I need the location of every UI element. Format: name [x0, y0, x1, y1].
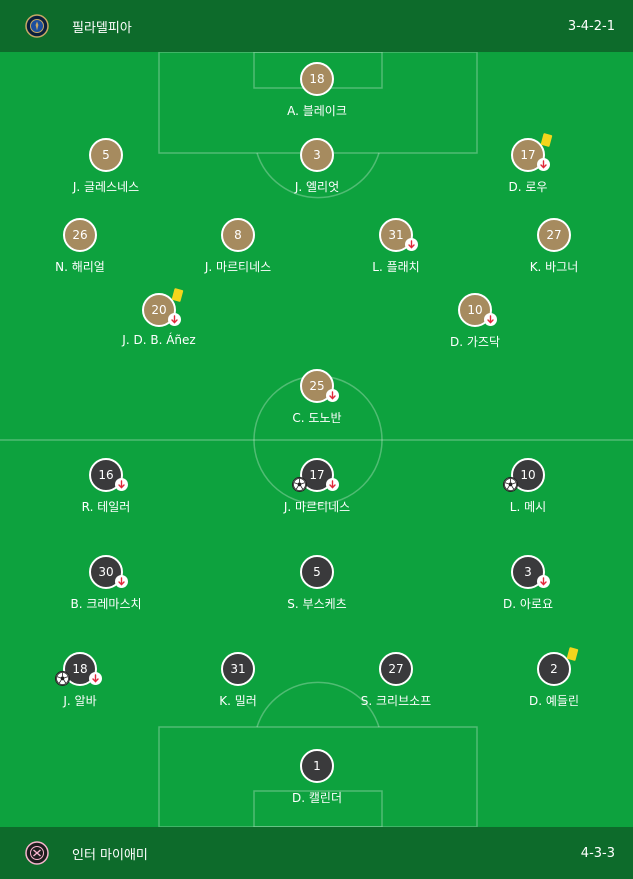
substitution-down-arrow-icon: [537, 575, 550, 588]
soccer-ball-icon: [292, 477, 307, 492]
away-team-name: 인터 마이애미: [72, 847, 148, 863]
player-number[interactable]: 10: [458, 293, 492, 327]
player-number[interactable]: 30: [89, 555, 123, 589]
player-name[interactable]: J. 엘리엇: [294, 180, 340, 194]
substitution-down-arrow-icon: [326, 389, 339, 402]
player-name[interactable]: J. 알바: [63, 694, 97, 708]
philadelphia-union-crest-icon: [25, 14, 49, 38]
player-name[interactable]: K. 밀러: [219, 694, 257, 708]
player-name[interactable]: L. 메시: [509, 500, 547, 514]
player-name[interactable]: D. 로우: [508, 180, 548, 194]
home-formation: 3-4-2-1: [567, 18, 615, 34]
substitution-down-arrow-icon: [326, 478, 339, 491]
player-name[interactable]: S. 크리브소프: [360, 694, 432, 708]
player-name[interactable]: L. 플래치: [372, 260, 420, 274]
player-number[interactable]: 31: [379, 218, 413, 252]
player-number[interactable]: 5: [89, 138, 123, 172]
away-team-header[interactable]: 인터 마이애미 4-3-3: [0, 827, 633, 879]
player-number[interactable]: 1: [300, 749, 334, 783]
player-number[interactable]: 31: [221, 652, 255, 686]
inter-miami-crest-icon: [25, 841, 49, 865]
player-name[interactable]: J. 마르티네스: [283, 500, 351, 514]
player-name[interactable]: K. 바그너: [529, 260, 579, 274]
substitution-down-arrow-icon: [168, 313, 181, 326]
player-name[interactable]: D. 예들린: [529, 694, 579, 708]
player-name[interactable]: D. 가즈닥: [450, 335, 500, 349]
player-name[interactable]: S. 부스케츠: [287, 597, 347, 611]
soccer-ball-icon: [503, 477, 518, 492]
player-name[interactable]: B. 크레마스치: [70, 597, 142, 611]
player-number[interactable]: 5: [300, 555, 334, 589]
player-name[interactable]: D. 아로요: [503, 597, 553, 611]
home-team-header[interactable]: 필라델피아 3-4-2-1: [0, 0, 633, 52]
player-number[interactable]: 17: [300, 458, 334, 492]
player-name[interactable]: C. 도노반: [292, 411, 342, 425]
player-number[interactable]: 27: [379, 652, 413, 686]
player-number[interactable]: 18: [300, 62, 334, 96]
player-number[interactable]: 3: [300, 138, 334, 172]
away-formation: 4-3-3: [580, 845, 615, 861]
player-name[interactable]: D. 캘린더: [292, 791, 342, 805]
soccer-ball-icon: [55, 671, 70, 686]
player-name[interactable]: J. 마르티네스: [204, 260, 272, 274]
player-number[interactable]: 27: [537, 218, 571, 252]
player-name[interactable]: R. 테일러: [81, 500, 131, 514]
player-name[interactable]: N. 해리얼: [55, 260, 105, 274]
substitution-down-arrow-icon: [115, 478, 128, 491]
substitution-down-arrow-icon: [89, 672, 102, 685]
player-number[interactable]: 26: [63, 218, 97, 252]
player-number[interactable]: 8: [221, 218, 255, 252]
player-number[interactable]: 2: [537, 652, 571, 686]
player-name[interactable]: J. D. B. Áñez: [122, 333, 196, 347]
player-name[interactable]: J. 글레스네스: [72, 180, 140, 194]
substitution-down-arrow-icon: [405, 238, 418, 251]
substitution-down-arrow-icon: [537, 158, 550, 171]
player-name[interactable]: A. 블레이크: [287, 104, 347, 118]
substitution-down-arrow-icon: [484, 313, 497, 326]
substitution-down-arrow-icon: [115, 575, 128, 588]
pitch-markings: [0, 52, 633, 827]
home-team-name: 필라델피아: [72, 20, 132, 36]
